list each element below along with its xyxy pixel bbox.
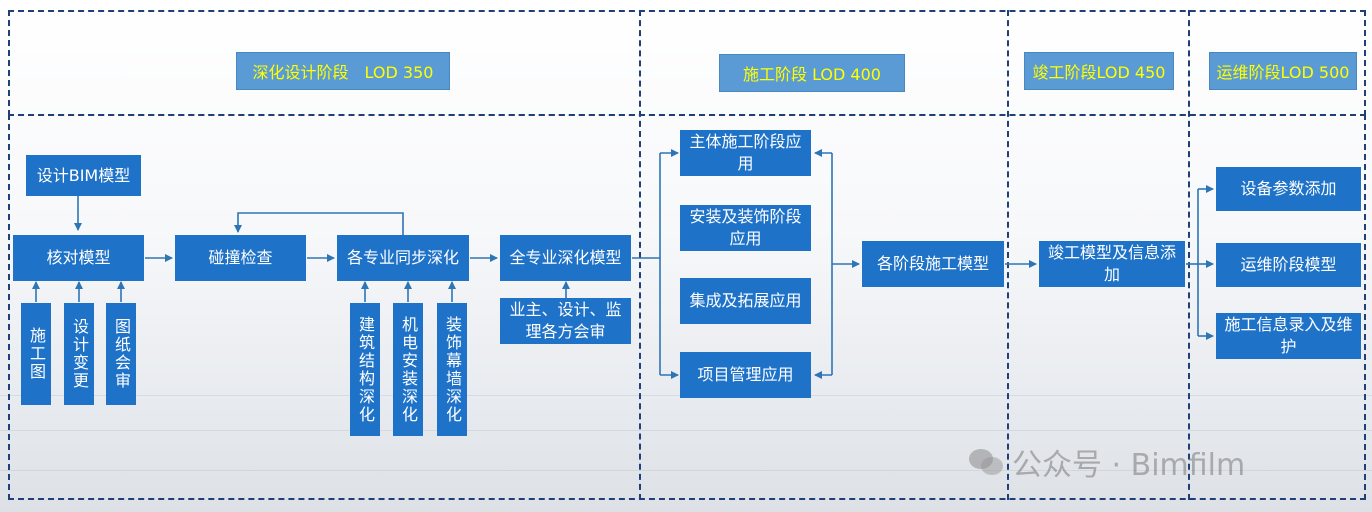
node-main-construction-app: 主体施工阶段应用: [680, 130, 811, 176]
node-owner-review: 业主、设计、监理各方会审: [500, 298, 631, 344]
node-stage-construction-model: 各阶段施工模型: [862, 241, 1004, 287]
stage-frame-body: [8, 114, 1366, 500]
watermark: 公众号 · Bimfilm: [968, 440, 1245, 484]
node-project-mgmt-app: 项目管理应用: [680, 352, 811, 398]
node-clash-detection: 碰撞检查: [175, 235, 306, 281]
input-construction-drawing: 施工图: [21, 303, 51, 405]
stage-divider-3: [1188, 10, 1190, 500]
stage-header-construction: 施工阶段 LOD 400: [719, 54, 905, 92]
input-arch-struct-deepen: 建筑结构深化: [350, 303, 380, 436]
node-construction-info-entry: 施工信息录入及维护: [1216, 313, 1361, 359]
input-design-change: 设计变更: [64, 303, 94, 405]
stage-divider-2: [1007, 10, 1009, 500]
wechat-icon: [968, 447, 1004, 477]
node-completion-model: 竣工模型及信息添加: [1039, 241, 1185, 287]
stage-header-operation: 运维阶段LOD 500: [1209, 52, 1357, 90]
input-deco-curtain-deepen: 装饰幕墙深化: [437, 303, 467, 436]
node-check-model: 核对模型: [13, 235, 144, 281]
node-equipment-params: 设备参数添加: [1216, 167, 1361, 211]
node-install-deco-app: 安装及装饰阶段应用: [680, 205, 811, 251]
node-sync-deepening: 各专业同步深化: [337, 235, 469, 281]
input-drawing-review: 图纸会审: [106, 303, 136, 405]
node-design-bim-model: 设计BIM模型: [26, 155, 141, 196]
node-om-model: 运维阶段模型: [1216, 243, 1361, 287]
stage-header-deepen-design: 深化设计阶段 LOD 350: [236, 52, 450, 90]
watermark-text: 公众号 · Bimfilm: [1012, 448, 1246, 483]
stage-header-completion: 竣工阶段LOD 450: [1024, 52, 1174, 90]
stage-divider-1: [639, 10, 641, 500]
node-full-deepened-model: 全专业深化模型: [500, 235, 631, 281]
node-integration-app: 集成及拓展应用: [680, 278, 811, 324]
input-mep-deepen: 机电安装深化: [393, 303, 423, 436]
